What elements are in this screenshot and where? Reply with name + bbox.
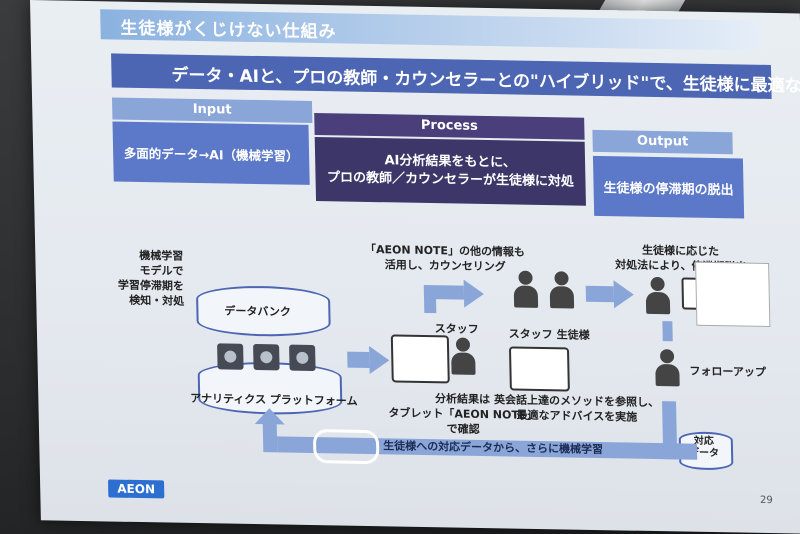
page-number: 29 <box>759 494 773 507</box>
left-text-line: 機械学習 <box>139 248 184 263</box>
phase-process-box: AI分析結果をもとに、 プロの教師／カウンセラーが生徒様に対処 <box>314 137 586 206</box>
phase-output-label: Output <box>592 129 733 155</box>
arrow-body <box>423 284 465 300</box>
phase-output-box: 生徒様の停滞期の脱出 <box>592 155 745 219</box>
server-icon <box>289 344 316 372</box>
student-seated-label: 生徒様 <box>556 328 590 342</box>
left-text-line: 検知・対処 <box>129 293 185 308</box>
method-caption-line: 最適なアドバイスを実施 <box>516 408 638 424</box>
databank-label: データバンク <box>224 304 292 319</box>
student-seated-icon <box>549 271 575 309</box>
left-text-line: 学習停滞期を <box>117 278 185 293</box>
loop-arrow-up <box>262 422 278 453</box>
arrow-right-icon <box>613 280 635 309</box>
slide-subtitle: データ・AIと、プロの教師・カウンセラーとの"ハイブリッド"で、生徒様に最適な対… <box>171 65 800 98</box>
bidirectional-arrow-icon <box>662 321 673 342</box>
staff-seated-label: スタッフ <box>508 327 553 342</box>
followup-person-icon <box>655 349 680 387</box>
subtitle-band: データ・AIと、プロの教師・カウンセラーとの"ハイブリッド"で、生徒様に最適な対… <box>111 53 800 99</box>
phase-input-box: 多面的データ→AI（機械学習） <box>112 121 310 185</box>
method-tablet-icon <box>508 346 570 392</box>
tablet-icon <box>390 334 450 384</box>
followup-label: フォローアップ <box>689 364 767 379</box>
phase-input-label: Input <box>111 97 313 123</box>
slide-title: 生徒様がくじけない仕組み <box>120 18 337 43</box>
note-top-line: 活用し、カウンセリング <box>384 258 506 274</box>
method-caption: 英会話上達のメソッドを参照し、 最適なアドバイスを実施 <box>494 392 660 425</box>
student-reading-icon <box>645 276 671 315</box>
process-text-line2: プロの教師／カウンセラーが生徒様に対処 <box>326 170 575 190</box>
server-icon <box>253 343 280 371</box>
staff-seated-icon <box>513 270 539 309</box>
arrow-right-icon <box>369 345 390 375</box>
tablet-caption-line: で確認 <box>446 422 480 436</box>
left-text-line: モデルで <box>139 263 184 278</box>
analytics-label: アナリティクス プラットフォーム <box>190 391 358 408</box>
slide: 生徒様がくじけない仕組み データ・AIと、プロの教師・カウンセラーとの"ハイブリ… <box>50 0 800 523</box>
arrow-up-icon <box>254 408 285 425</box>
arrow-body <box>347 351 370 369</box>
note-top: 「AEON NOTE」の他の情報も 活用し、カウンセリング <box>365 242 526 275</box>
staff-person-icon <box>451 337 476 375</box>
aeon-logo: AEON <box>107 479 165 499</box>
projection-screen: 生徒様がくじけない仕組み データ・AIと、プロの教師・カウンセラーとの"ハイブリ… <box>30 0 800 534</box>
arrow-body <box>585 285 614 303</box>
left-description: 機械学習 モデルで 学習停滞期を 検知・対処 <box>117 248 185 309</box>
arrow-right-icon <box>463 279 485 308</box>
phase-process-label: Process <box>314 112 585 140</box>
slide-title-bar: 生徒様がくじけない仕組み <box>100 9 761 51</box>
gears-loop-icon <box>312 429 380 465</box>
progress-chart-icon <box>695 261 771 328</box>
staff-label: スタッフ <box>434 322 479 336</box>
server-icon <box>217 343 244 370</box>
